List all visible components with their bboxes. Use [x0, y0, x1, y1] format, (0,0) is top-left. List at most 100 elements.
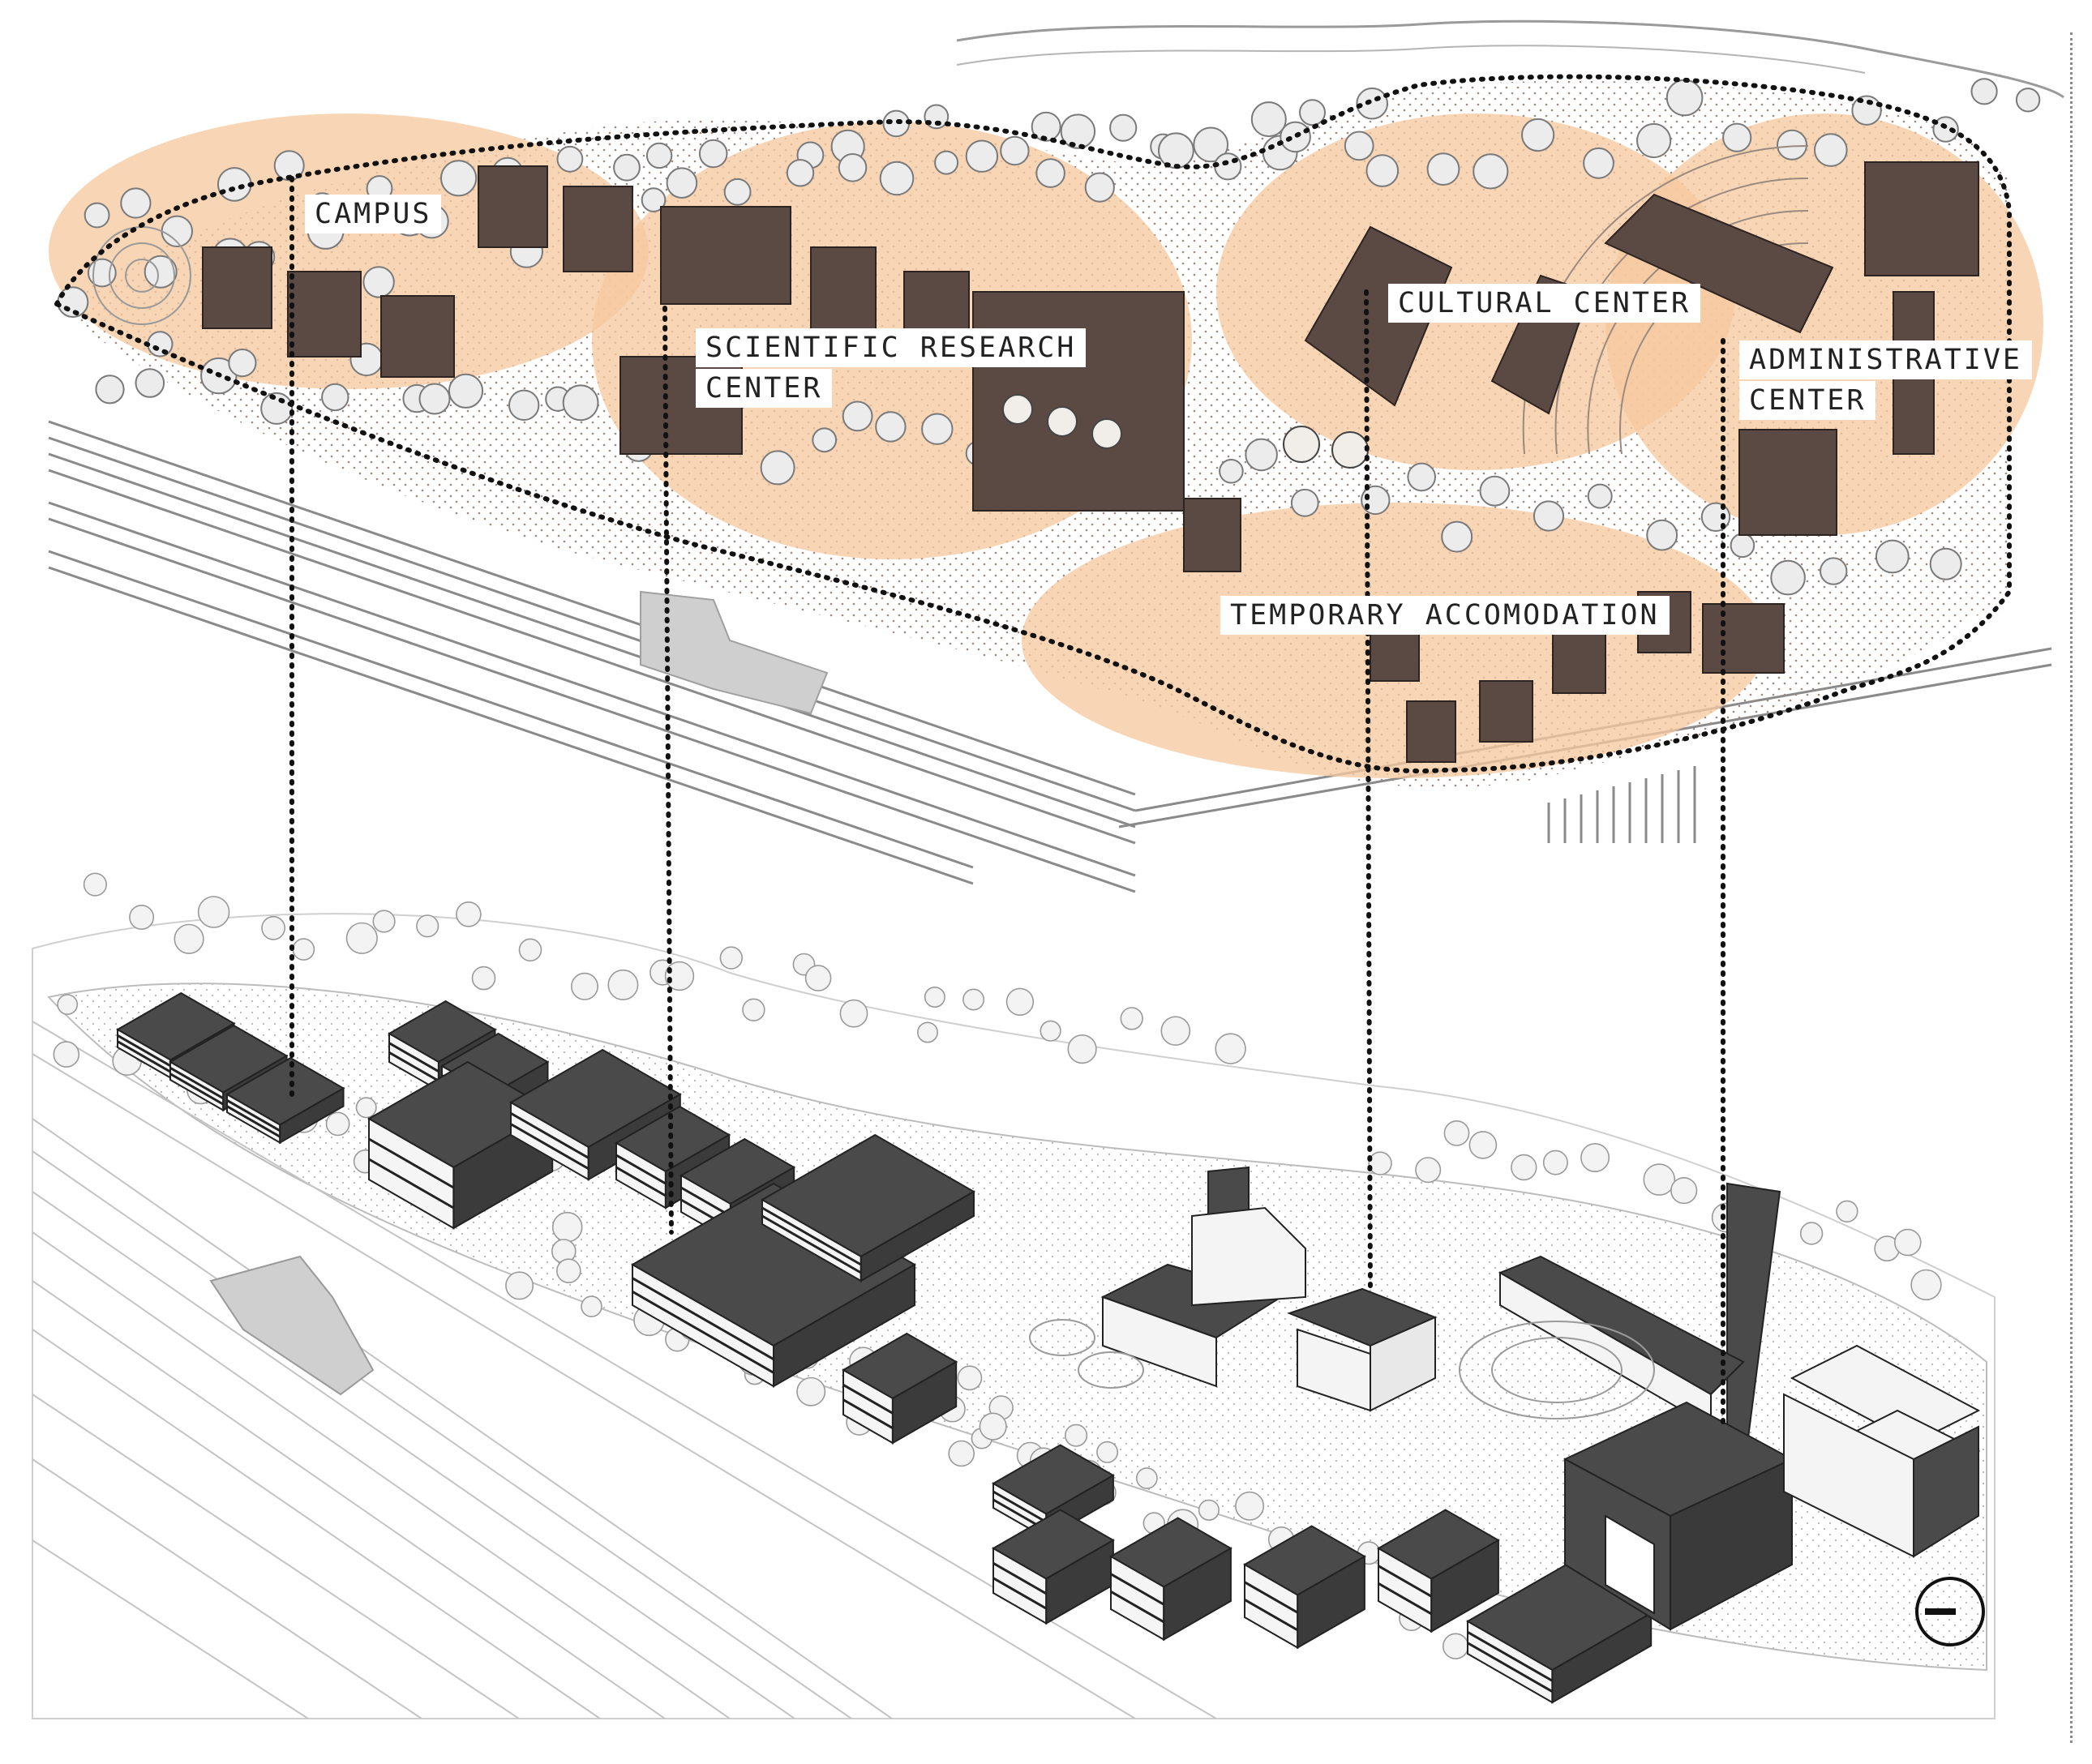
- temp-building-2: [1406, 700, 1456, 763]
- north-arrow-icon: [1915, 1577, 1985, 1646]
- tree-canopy: [551, 1211, 583, 1243]
- tree-canopy: [723, 178, 752, 206]
- axon-temp-2: [991, 1509, 1115, 1625]
- tree-canopy: [261, 915, 286, 940]
- tree-canopy: [1067, 1034, 1097, 1064]
- tree-canopy: [1235, 1491, 1265, 1521]
- tree-canopy: [129, 905, 155, 931]
- tree-canopy: [416, 914, 439, 938]
- tree-canopy: [556, 145, 584, 173]
- tree-canopy: [1160, 1016, 1191, 1046]
- tree-canopy: [1299, 99, 1326, 126]
- axon-temp-5: [1376, 1509, 1500, 1633]
- site-boundary: [53, 74, 2012, 774]
- tree-canopy: [760, 450, 795, 486]
- campus-building-1: [202, 246, 272, 329]
- tree-canopy: [1109, 113, 1138, 142]
- site-plan: [48, 19, 2064, 893]
- tree-canopy: [95, 375, 125, 405]
- tree-canopy: [135, 368, 165, 398]
- tree-canopy: [1120, 1007, 1143, 1030]
- tree-canopy: [719, 946, 743, 970]
- tree-canopy: [1060, 113, 1096, 149]
- tree-canopy: [518, 938, 542, 962]
- tree-canopy: [260, 392, 294, 425]
- tree-canopy: [842, 400, 873, 432]
- campus-building-3: [380, 295, 455, 378]
- tree-canopy: [1587, 483, 1613, 509]
- tree-canopy: [1361, 485, 1391, 516]
- tree-canopy: [84, 202, 110, 229]
- page-border: [2070, 32, 2073, 1743]
- tree-canopy: [1290, 488, 1319, 517]
- tree-canopy: [355, 1097, 377, 1119]
- tree-canopy: [839, 999, 868, 1028]
- label-cultural-center: CULTURAL CENTER: [1388, 284, 1701, 323]
- axon-science-6: [760, 1133, 976, 1282]
- tree-canopy: [570, 972, 598, 1000]
- tree-canopy: [456, 901, 482, 927]
- tree-canopy: [1670, 1176, 1698, 1205]
- label-scientific-research-center: CENTER: [696, 369, 833, 408]
- tree-canopy: [1929, 547, 1962, 580]
- campus-building-2: [287, 271, 362, 358]
- tree-canopy: [838, 153, 868, 182]
- tree-canopy: [505, 1271, 534, 1300]
- roof-features: [1002, 394, 1369, 469]
- tree-canopy: [440, 160, 478, 197]
- tree-canopy: [1214, 152, 1242, 181]
- tree-canopy: [2015, 88, 2041, 113]
- tree-canopy: [1443, 1120, 1470, 1146]
- connector-lines: [289, 176, 1725, 1429]
- tree-canopy: [1356, 87, 1388, 120]
- tree-canopy: [562, 384, 599, 422]
- tree-canopy: [1583, 147, 1614, 179]
- tree-canopy: [948, 1440, 975, 1467]
- tree-canopy: [666, 167, 698, 199]
- tree-canopy: [345, 922, 378, 954]
- tree-canopy: [1932, 116, 1959, 143]
- tree-canopy: [965, 139, 999, 173]
- tree-canopy: [1035, 158, 1065, 188]
- axon-campus-3: [225, 1056, 345, 1145]
- tree-canopy: [174, 923, 204, 954]
- tree-canopy: [1415, 1157, 1442, 1184]
- tree-canopy: [641, 187, 667, 212]
- tree-canopy: [321, 383, 349, 412]
- tree-canopy: [1970, 78, 1998, 105]
- tree-canopy: [1245, 438, 1278, 472]
- tree-canopy: [1000, 135, 1030, 166]
- parking-stalls: [1547, 766, 1696, 843]
- tree-canopy: [875, 411, 907, 443]
- label-temporary-accommodation: TEMPORARY ACCOMODATION: [1220, 596, 1670, 635]
- tree-canopy: [917, 1021, 939, 1043]
- admin-building-1: [1864, 161, 1979, 276]
- tree-canopy: [921, 413, 954, 445]
- tree-canopy: [1820, 557, 1848, 585]
- axon-admin-building: [1783, 1344, 1981, 1558]
- science-building-6: [1183, 498, 1241, 572]
- connector-cultural: [1364, 289, 1373, 1295]
- tree-canopy: [1193, 126, 1229, 163]
- tree-canopy: [1814, 133, 1848, 167]
- tree-canopy: [1040, 1020, 1061, 1042]
- tree-canopy: [216, 167, 252, 202]
- label-scientific-research: SCIENTIFIC RESEARCH: [696, 328, 1087, 367]
- tree-canopy: [1511, 1154, 1537, 1181]
- tree-canopy: [53, 1041, 80, 1068]
- tree-canopy: [1368, 1151, 1392, 1175]
- tree-canopy: [1064, 1424, 1088, 1447]
- tree-canopy: [1096, 1441, 1119, 1463]
- tree-canopy: [1910, 1269, 1942, 1301]
- tree-canopy: [1031, 111, 1061, 142]
- temp-building-3: [1479, 680, 1533, 743]
- tree-canopy: [471, 965, 496, 991]
- label-administrative-center: CENTER: [1739, 381, 1876, 420]
- tree-canopy: [83, 872, 107, 897]
- tree-canopy: [1665, 79, 1704, 117]
- tree-canopy: [273, 150, 305, 182]
- tree-canopy: [147, 331, 174, 358]
- axon-plazas: [1029, 1319, 1655, 1419]
